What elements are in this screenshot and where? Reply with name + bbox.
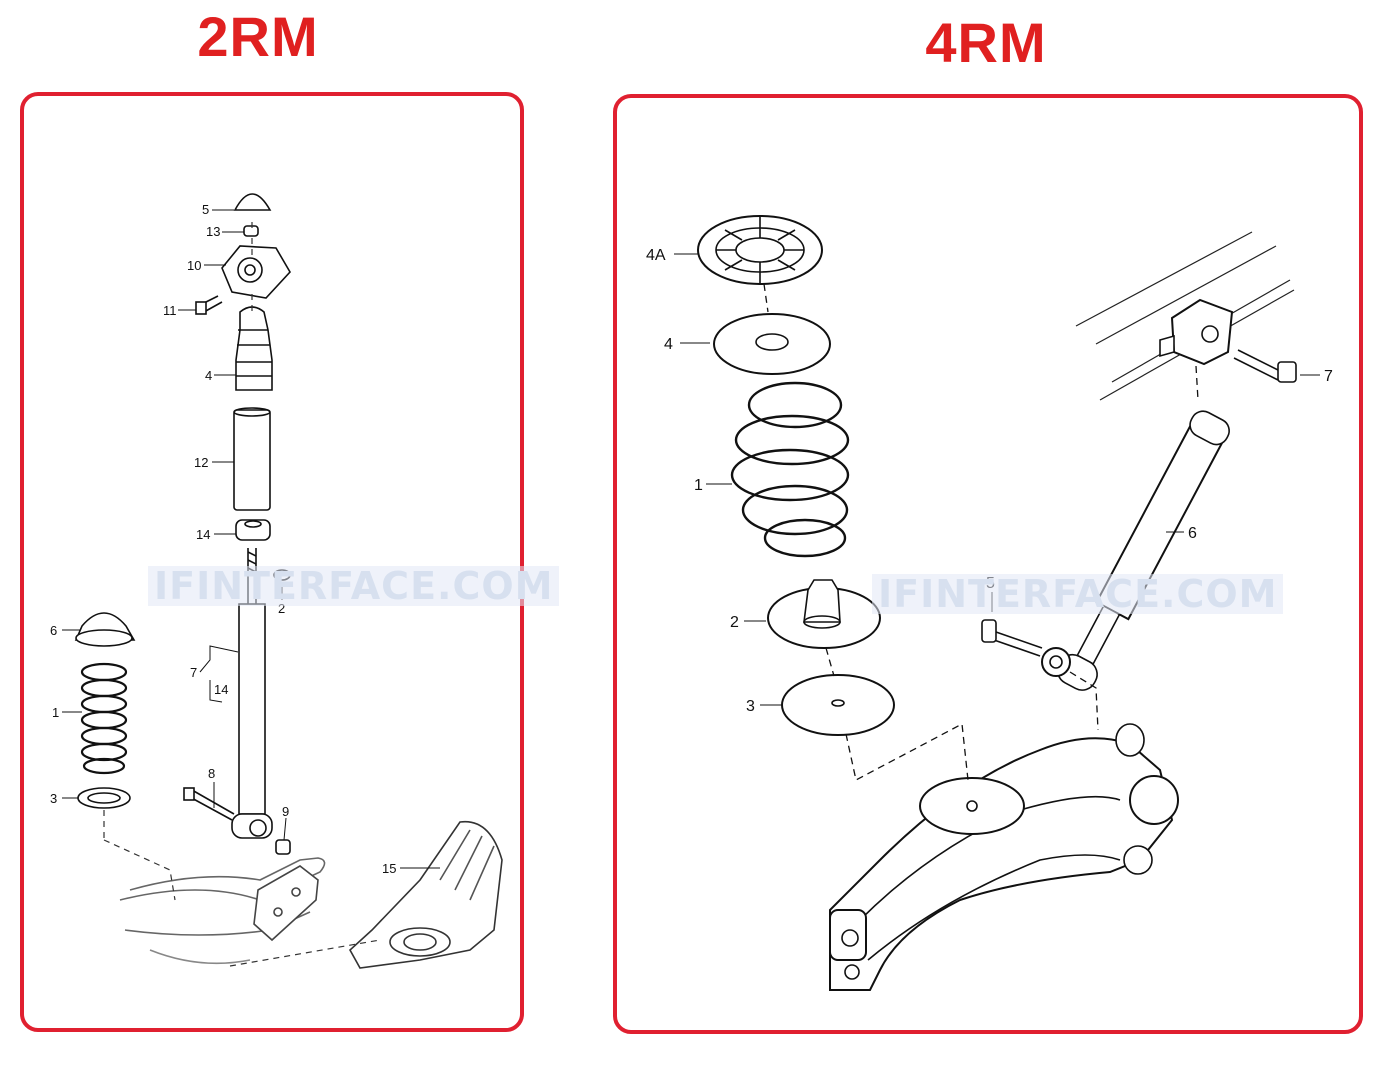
title-4rm: 4RM [925, 11, 1047, 74]
callout-r6: 6 [1188, 525, 1197, 542]
callout-15: 15 [382, 861, 396, 876]
left-assembly [74, 193, 503, 969]
left-leaders [62, 209, 440, 869]
callout-12: 12 [194, 455, 208, 470]
right-callout-labels: 4A 4 1 2 3 5 6 7 [646, 247, 1333, 715]
callout-r3: 3 [746, 698, 755, 715]
callout-7: 7 [190, 665, 197, 680]
callout-11: 11 [163, 303, 177, 318]
callout-1: 1 [52, 705, 59, 720]
callout-r1: 1 [694, 477, 703, 494]
watermark-right: IFINTERFACE.COM [872, 574, 1284, 614]
dust-cap-part [233, 193, 272, 211]
callout-3: 3 [50, 791, 57, 806]
watermark-left: IFINTERFACE.COM [148, 566, 560, 606]
title-2rm: 2RM [197, 5, 319, 68]
callout-4a: 4A [646, 247, 666, 264]
callout-14b: 14 [214, 682, 228, 697]
right-assembly [697, 215, 1297, 991]
callout-10: 10 [187, 258, 201, 273]
callout-r7: 7 [1324, 368, 1333, 385]
callout-9: 9 [282, 804, 289, 819]
callout-13: 13 [206, 224, 220, 239]
callout-5: 5 [202, 202, 209, 217]
callout-r4: 4 [664, 336, 673, 353]
callout-4: 4 [205, 368, 212, 383]
callout-8: 8 [208, 766, 215, 781]
callout-r2: 2 [730, 614, 739, 631]
left-callout-labels: 5 13 10 11 4 12 14 2 6 7 14 1 8 9 3 15 [50, 202, 396, 876]
callout-2: 2 [278, 601, 285, 616]
callout-6: 6 [50, 623, 57, 638]
callout-14: 14 [196, 527, 210, 542]
